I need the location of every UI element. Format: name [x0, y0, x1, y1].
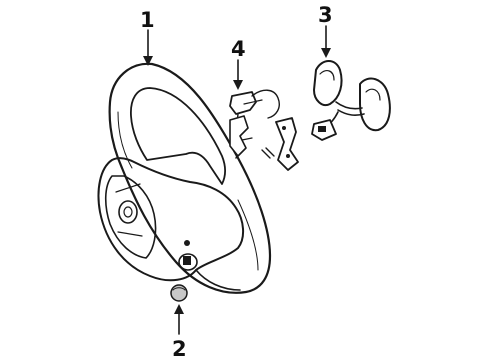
callout-2: 2: [172, 304, 187, 360]
steering-wheel: [97, 62, 272, 294]
callout-label-2: 2: [172, 337, 187, 360]
clock-spring-harness: [229, 89, 299, 171]
callout-label-1: 1: [140, 8, 155, 32]
callout-label-4: 4: [231, 37, 246, 61]
switch-assembly: [311, 60, 391, 141]
callout-label-3: 3: [318, 3, 333, 27]
horn-button: [170, 284, 188, 302]
callout-4: 4: [231, 37, 246, 90]
callout-3: 3: [318, 3, 333, 58]
callout-1: 1: [140, 8, 155, 66]
